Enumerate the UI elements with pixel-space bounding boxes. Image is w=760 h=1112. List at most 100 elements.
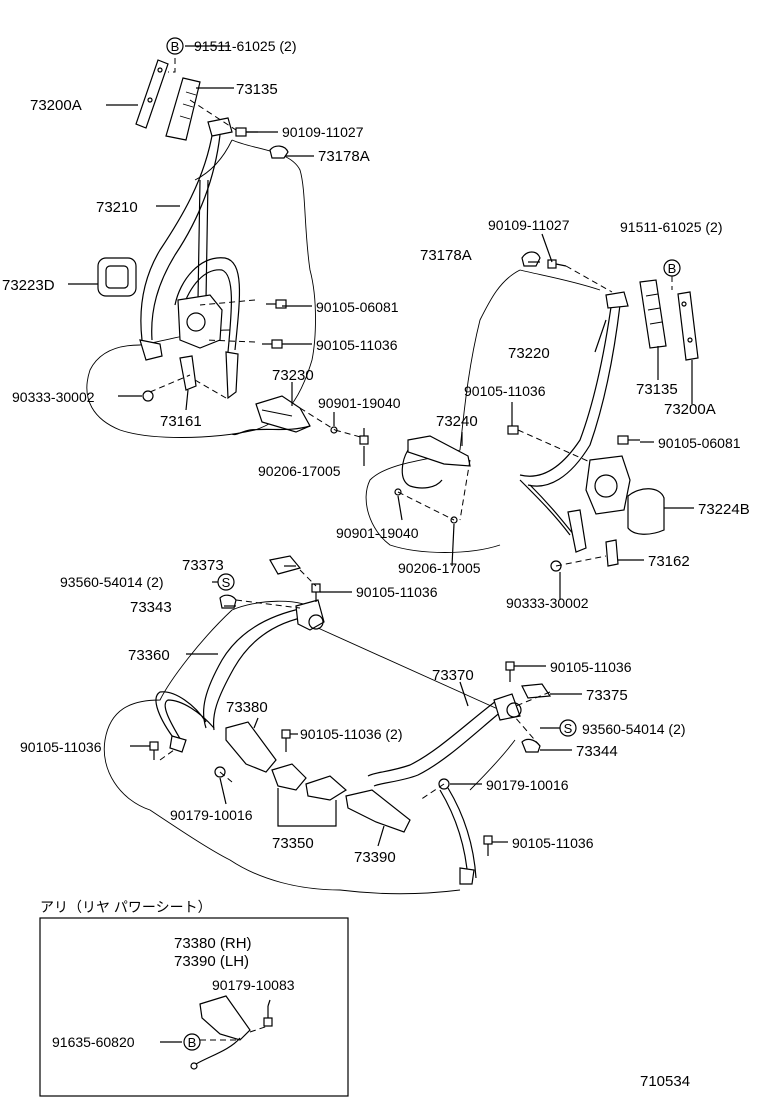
label-inset-nut: 90179-10083 <box>212 977 295 993</box>
label-r-bolt-top-right: 90105-11036 <box>550 659 632 675</box>
front-right-seat-belt-group <box>365 251 699 572</box>
front-left-retractor-spool <box>186 312 206 332</box>
front-right-anchor-hole-1 <box>681 301 687 307</box>
front-left-retractor-cover <box>97 257 137 297</box>
label-fl-bracket: 73161 <box>160 413 202 430</box>
front-left-harness-clip-icon <box>330 426 338 434</box>
label-fr-bolt-b-top: 91511-61025 (2) <box>620 219 722 235</box>
front-right-lower-stalk <box>567 509 587 553</box>
front-right-leaders <box>397 265 673 567</box>
front-right-anchor-hole-2 <box>687 337 693 343</box>
marker-b-top-right: B <box>663 259 681 277</box>
label-r-bushing-right: 73344 <box>576 743 618 760</box>
front-right-bolt-lower-icon <box>507 418 519 435</box>
front-right-belt-webbing <box>519 299 621 487</box>
rear-left-retractor-spool <box>308 614 324 630</box>
rear-left-cover <box>269 555 302 575</box>
inset-harness-end <box>190 1062 198 1070</box>
label-r-bolt-side-left: 90105-11036 <box>20 739 102 755</box>
label-fl-buckle: 73230 <box>272 367 314 384</box>
rear-left-top-anchor <box>295 599 325 631</box>
rear-right-bolt-top-icon <box>505 661 515 682</box>
marker-b-top-left: B <box>166 37 184 55</box>
label-fl-belt-assy: 73210 <box>96 199 138 216</box>
front-right-retractor-cover <box>627 488 665 535</box>
front-left-belt-vertical <box>197 179 209 301</box>
rear-left-belt <box>203 607 311 731</box>
label-r-nut-left: 90179-10016 <box>170 807 253 823</box>
front-left-leaders <box>149 58 365 439</box>
label-fl-bolt-retractor: 90105-06081 <box>316 299 399 315</box>
rear-right-bolt-side-icon <box>483 835 493 856</box>
rear-bolt-center-icon <box>281 729 291 752</box>
front-left-slide-cover <box>165 77 201 141</box>
label-inset-buckle-lh: 73390 (LH) <box>174 953 249 970</box>
front-left-bolt-lower-icon <box>262 339 283 349</box>
label-fr-clip: 90333-30002 <box>506 595 589 611</box>
front-left-retractor <box>177 294 223 349</box>
label-fr-bolt-buckle: 90206-17005 <box>398 560 481 576</box>
label-fl-guide: 73178A <box>318 148 370 165</box>
front-left-belt-lap <box>174 257 241 353</box>
label-fl-anchor-cover: 73200A <box>30 97 82 114</box>
front-right-guide <box>521 251 541 267</box>
front-left-buckle-harness <box>231 425 311 436</box>
label-fr-harness-clip: 90901-19040 <box>336 525 419 541</box>
front-right-retractor-spool <box>594 474 618 498</box>
inset-buckle <box>199 995 251 1041</box>
label-fl-bolt-b-top: 91511-61025 (2) <box>194 38 296 54</box>
label-fr-belt-assy: 73220 <box>508 345 550 362</box>
rear-buckle-rh <box>225 721 277 773</box>
label-fl-harness-clip: 90901-19040 <box>318 395 401 411</box>
rear-right-retractor-spool <box>506 702 522 718</box>
label-r-belt-left: 73360 <box>128 647 170 664</box>
label-r-nut-right: 90179-10016 <box>486 777 569 793</box>
rear-right-top-anchor <box>493 693 521 721</box>
label-fr-bolt-retractor: 90105-06081 <box>658 435 741 451</box>
label-fr-retractor-cover: 73224B <box>698 501 750 518</box>
label-fr-slide-cover: 73135 <box>636 381 678 398</box>
front-right-bolt-upper-icon <box>547 259 567 269</box>
svg-text:S: S <box>564 721 573 736</box>
rear-buckle-lh <box>345 789 411 833</box>
rear-right-belt <box>367 697 509 787</box>
front-left-lower-stalk <box>225 351 239 400</box>
label-r-center-buckle: 73350 <box>272 835 314 852</box>
rear-center-leader <box>277 788 337 827</box>
inset-buckle-group <box>190 995 273 1070</box>
label-r-buckle-rh: 73380 <box>226 699 268 716</box>
label-r-cover-left: 73373 <box>182 557 224 574</box>
rear-left-bolt-top-icon <box>311 583 321 602</box>
front-right-retractor <box>585 455 631 515</box>
front-right-slide-cover <box>639 279 667 349</box>
marker-s-rear-left: S <box>217 573 235 591</box>
front-left-buckle-slot <box>261 409 293 417</box>
rear-center-tongue <box>305 775 348 801</box>
rear-right-lap-belt <box>439 787 477 881</box>
rear-leaders <box>159 569 551 801</box>
rear-left-bushing <box>219 594 237 609</box>
label-r-screw-s-right: 93560-54014 (2) <box>582 721 686 737</box>
inset-box <box>39 917 349 1097</box>
front-left-anchor-hole-1 <box>157 67 163 73</box>
label-fl-bolt-buckle: 90206-17005 <box>258 463 341 479</box>
label-fl-bolt-upper: 90109-11027 <box>282 124 364 140</box>
rear-left-bolt-side-icon <box>149 741 159 760</box>
label-r-bolt-top-left: 90105-11036 <box>356 584 438 600</box>
front-right-buckle-harness <box>401 449 443 489</box>
svg-text:B: B <box>668 261 677 276</box>
front-right-slide-cover-ribs <box>645 293 663 325</box>
front-left-bolt-retractor-icon <box>266 299 287 309</box>
front-left-anchor-cover <box>135 59 169 129</box>
front-right-buckle <box>407 435 471 467</box>
label-r-buckle-lh: 73390 <box>354 849 396 866</box>
label-fr-buckle: 73240 <box>436 413 478 430</box>
inset-harness <box>195 1037 241 1065</box>
front-right-belt-lap <box>519 479 579 541</box>
label-fr-bolt-lower: 90105-11036 <box>464 383 546 399</box>
front-left-guide <box>269 145 289 159</box>
rear-seat-belt-group <box>103 555 552 895</box>
label-fl-slide-cover: 73135 <box>236 81 278 98</box>
marker-s-rear-right: S <box>559 719 577 737</box>
